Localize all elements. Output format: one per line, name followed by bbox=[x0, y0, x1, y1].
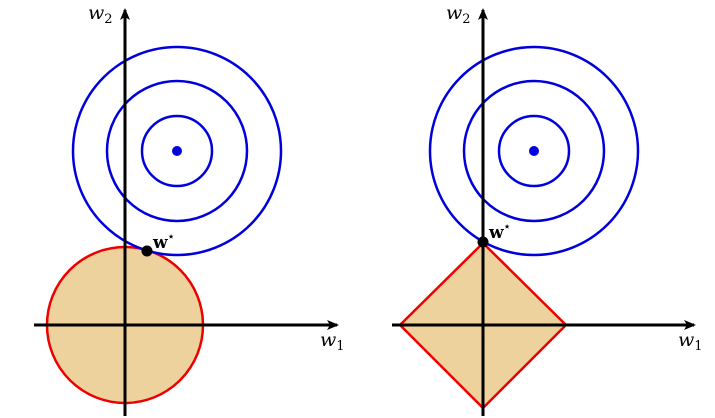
l1-optimum-point bbox=[477, 236, 489, 248]
l2-contour-middle bbox=[105, 79, 249, 223]
l2-y-axis-label: w2 bbox=[88, 2, 113, 27]
l2-loss-minimum-point bbox=[172, 146, 182, 156]
l1-contour-outer bbox=[428, 45, 640, 257]
l2-x-axis-label: w1 bbox=[320, 329, 345, 354]
l1-x-axis-label: w1 bbox=[678, 329, 703, 354]
panel-l1: w⋆ w1 w2 bbox=[392, 2, 703, 416]
l1-y-axis-label: w2 bbox=[446, 2, 471, 27]
l2-optimum-label: w⋆ bbox=[152, 230, 175, 253]
l2-loss-contours bbox=[71, 45, 283, 257]
l1-optimum-label: w⋆ bbox=[488, 220, 511, 243]
l2-contour-inner bbox=[140, 114, 214, 188]
l1-loss-minimum-point bbox=[529, 146, 539, 156]
l2-contour-outer bbox=[71, 45, 283, 257]
panel-l2: w⋆ w1 w2 bbox=[34, 2, 345, 416]
l1-loss-contours bbox=[428, 45, 640, 257]
l2-optimum-point bbox=[141, 245, 153, 257]
l1-contour-middle bbox=[462, 79, 606, 223]
l1-contour-inner bbox=[497, 114, 571, 188]
